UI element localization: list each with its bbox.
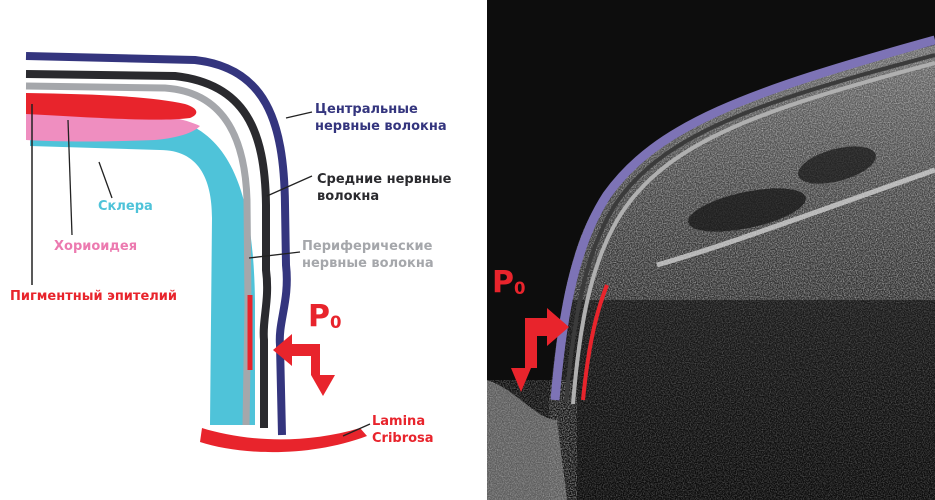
oct-scan-drawing (487, 0, 935, 500)
schematic-diagram: Центральные нервные волокна Средние нерв… (0, 0, 487, 500)
rpe-label: Пигментный эпителий (10, 288, 177, 305)
pressure-subscript: 0 (514, 279, 525, 298)
peripheral-fibers-label: Периферические нервные волокна (302, 238, 434, 272)
oct-scan-image: P0 (487, 0, 935, 500)
leader-middle (267, 176, 312, 196)
leader-central (286, 112, 312, 118)
sclera-band (30, 111, 255, 425)
leader-sclera (99, 162, 112, 198)
pressure-label-right: P0 (492, 268, 525, 298)
middle-fibers-label: Средние нервные волокна (317, 171, 451, 205)
choroid-label: Хориоидея (54, 238, 137, 255)
pressure-symbol: P (492, 265, 514, 300)
pressure-subscript: 0 (330, 313, 341, 332)
central-fibers-label: Центральные нервные волокна (315, 101, 447, 135)
leader-peripheral (249, 252, 300, 258)
sclera-label: Склера (98, 198, 153, 215)
pressure-label-left: P0 (308, 302, 341, 332)
pressure-symbol: P (308, 299, 330, 334)
lamina-cribrosa-label: Lamina Cribrosa (372, 413, 487, 447)
